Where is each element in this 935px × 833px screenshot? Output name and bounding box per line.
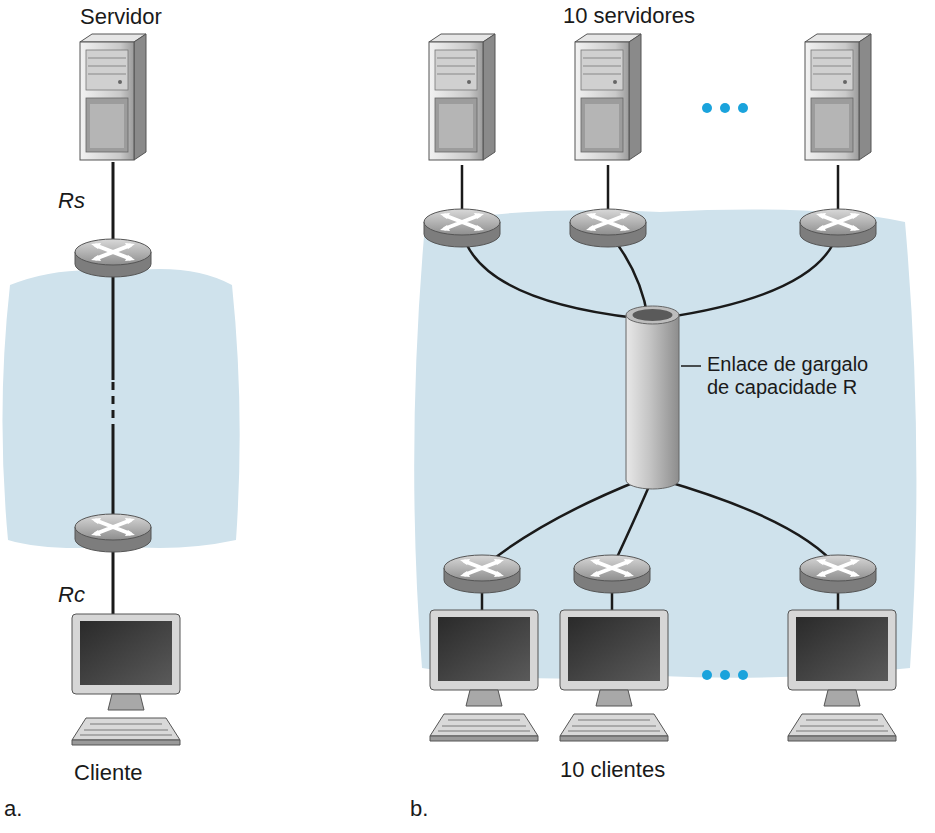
server-node: Servidor [58,2,168,162]
panel-letter: a. [4,796,22,821]
panel-letter: b. [410,796,428,821]
node-label: Servidor [80,4,162,29]
bottleneck-link: Enlace de gargalo de capacidade R [625,305,680,490]
network-cloud [414,210,916,679]
node-label: Cliente [74,760,142,785]
group-label: 10 clientes [560,757,665,782]
link-rate-label: Rs [58,188,85,213]
network-cloud [2,269,239,548]
callout-label: Enlace de gargalo de capacidade R [707,353,877,399]
cylinder-shape [625,305,680,490]
link-rate-label: Rc [58,582,85,607]
group-label: 10 servidores [563,3,695,28]
client-node: Cliente [58,614,188,790]
